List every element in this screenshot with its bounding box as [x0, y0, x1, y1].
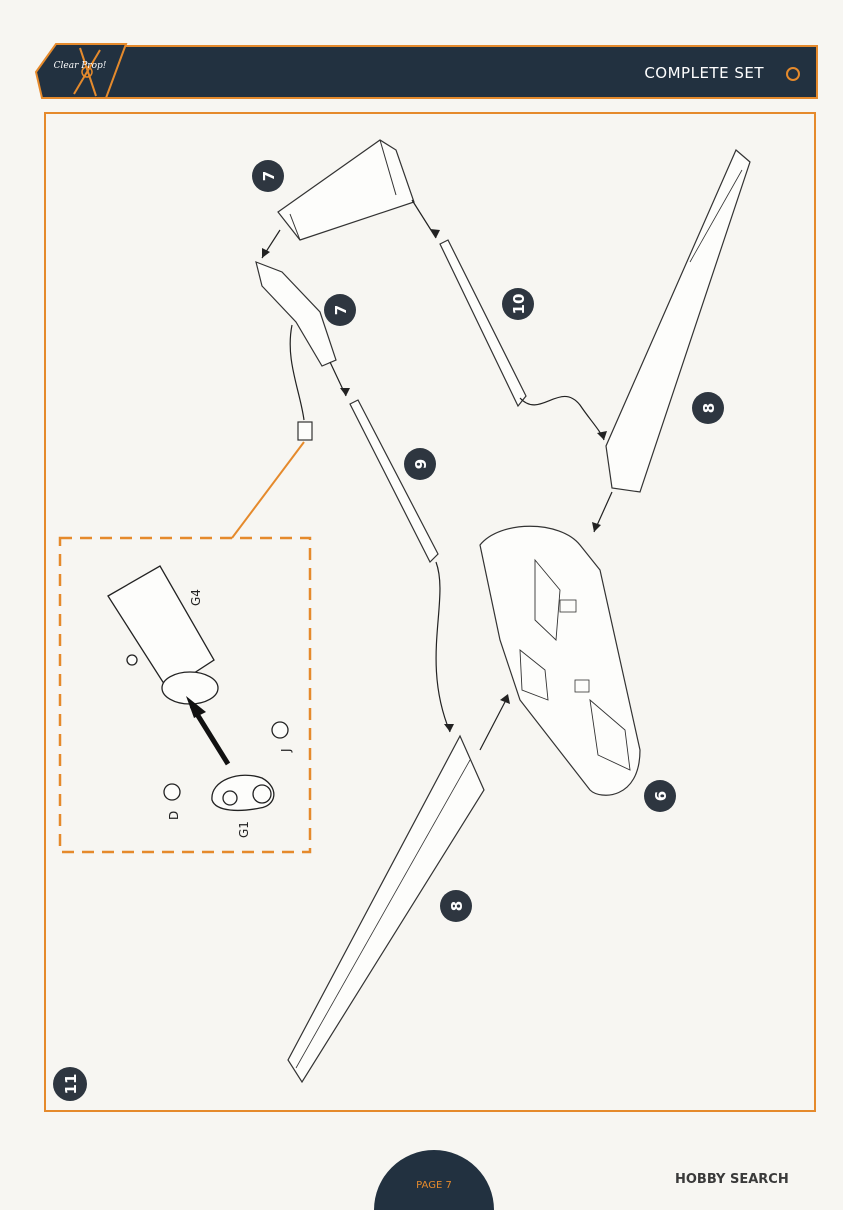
logo-text: Clear Prop!: [54, 61, 107, 71]
callout-label: 7: [332, 305, 350, 315]
header-dot-icon: [786, 67, 800, 81]
callout-8a: 8: [692, 392, 724, 424]
callout-label: 8: [700, 403, 718, 413]
part-label-g4: G4: [189, 589, 203, 606]
callout-7b: 7: [324, 294, 356, 326]
callout-8b: 8: [440, 890, 472, 922]
callout-9: 9: [404, 448, 436, 480]
page-number: PAGE 7: [416, 1180, 452, 1191]
callout-7a: 7: [252, 160, 284, 192]
part-label-j: J: [279, 748, 293, 753]
header-bar: COMPLETE SET: [100, 45, 818, 99]
callout-label: 8: [448, 901, 466, 911]
step-number-badge: 11: [53, 1067, 87, 1101]
brand-logo: Clear Prop!: [34, 43, 128, 99]
stabilizer-part: [255, 261, 337, 367]
d-part: [163, 783, 181, 801]
header-title: COMPLETE SET: [644, 64, 764, 82]
callout-6: 6: [644, 780, 676, 812]
part-label-d: D: [167, 811, 181, 820]
g4-part: [107, 565, 215, 691]
callout-label: 7: [260, 171, 278, 181]
callout-label: 6: [652, 791, 670, 801]
step-number: 11: [62, 1074, 80, 1095]
small-part: [297, 421, 313, 441]
right-wing: [605, 149, 751, 493]
callout-10: 10: [502, 288, 534, 320]
part-label-g1: G1: [237, 821, 251, 838]
tail-boom-10: [439, 239, 527, 408]
detail-box: [58, 536, 312, 854]
callout-label: 10: [510, 294, 528, 315]
tail-boom-9: [349, 399, 439, 564]
j-part: [271, 721, 289, 739]
callout-label: 9: [412, 459, 430, 469]
instruction-frame: [44, 112, 816, 1112]
tail-fin-part: [277, 139, 415, 241]
watermark-text: HOBBY SEARCH: [675, 1172, 789, 1187]
